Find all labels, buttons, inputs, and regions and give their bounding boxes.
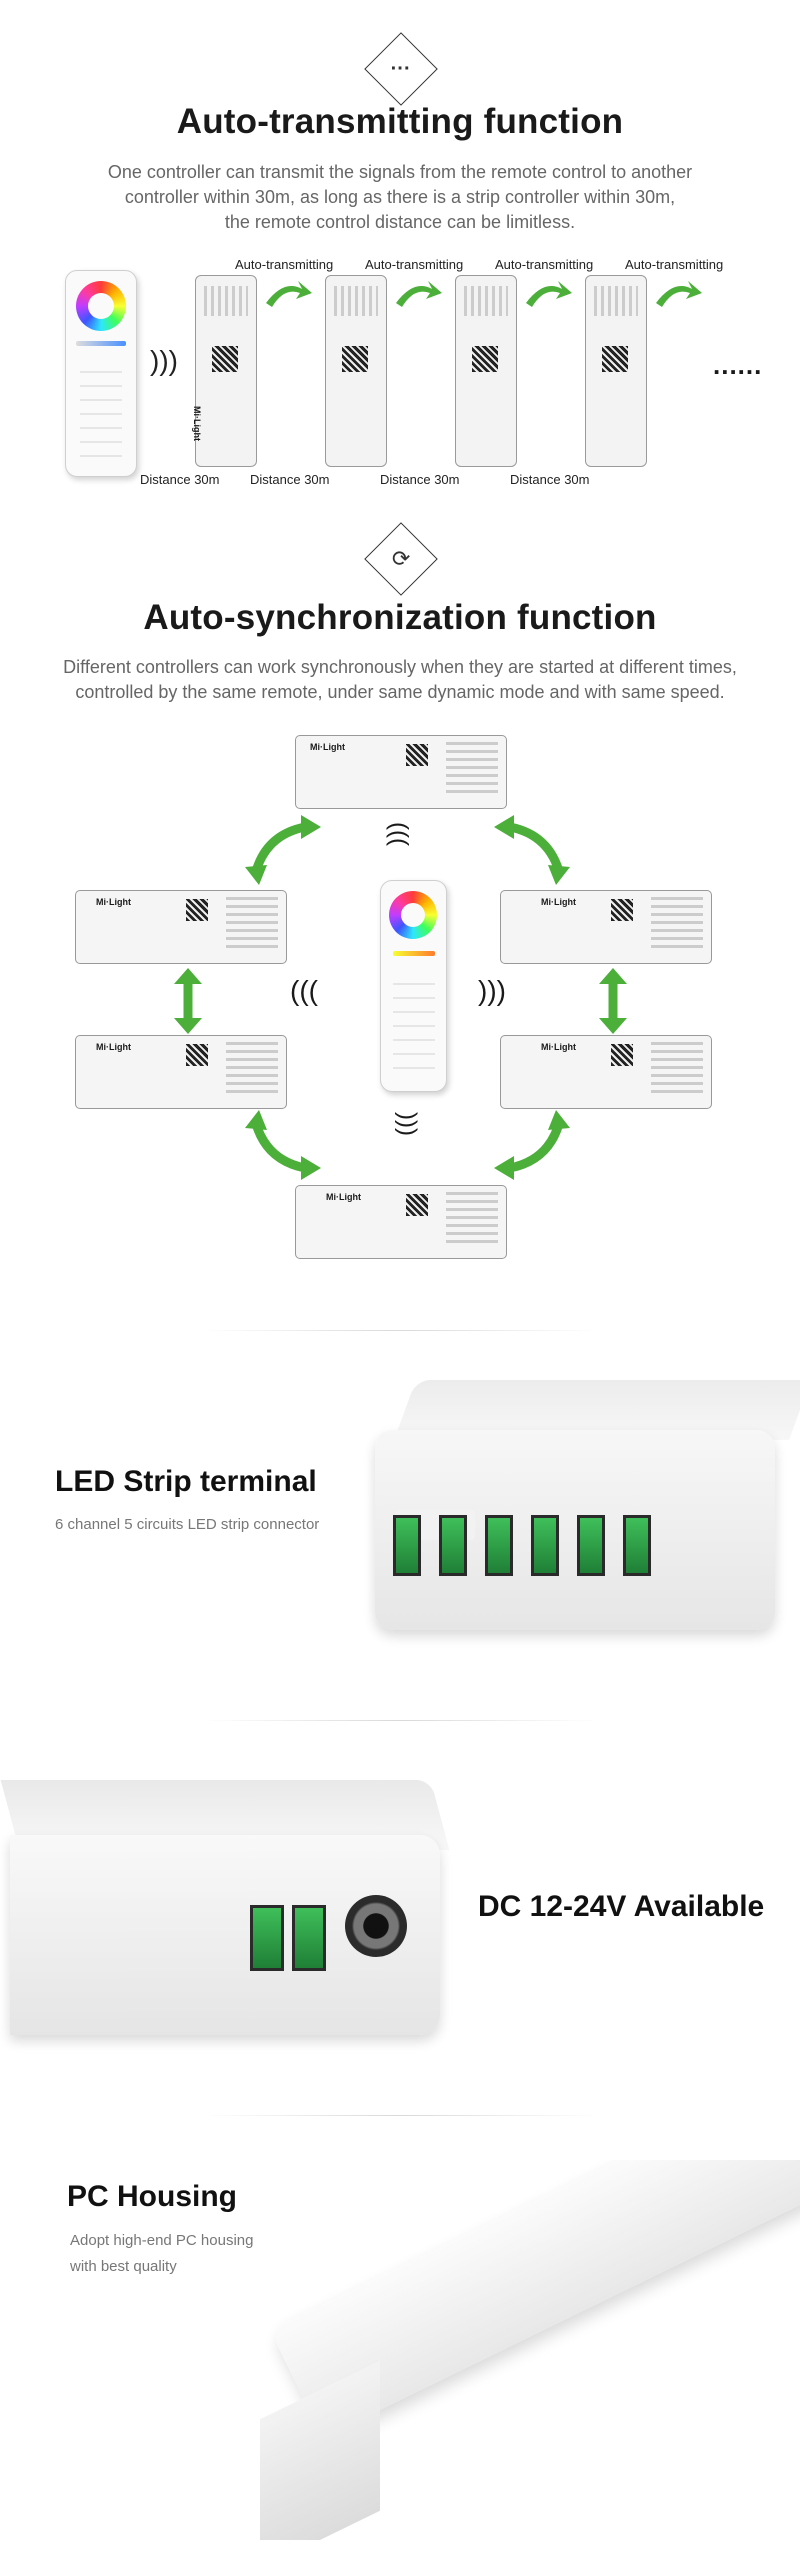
arrow-label: Auto-transmitting [365,257,464,272]
controller-1: Mi·Light [192,275,257,467]
led-strip-title: LED Strip terminal [55,1465,317,1498]
double-arrow-icon [245,815,321,885]
pc-housing-subtitle-line: with best quality [70,2258,177,2275]
section1-title: Auto-transmitting function [176,102,624,141]
double-arrow-icon [245,1110,321,1180]
section-divider [200,2115,600,2116]
terminal-slots [393,1515,651,1576]
green-arrow-icon [656,281,702,307]
double-arrow-icon [494,815,570,885]
arrow-label: Auto-transmitting [495,257,594,272]
led-strip-terminal-photo [375,1380,800,1660]
controller-left-2: Mi·Light [75,1035,287,1109]
device-brand: Mi·Light [96,897,131,907]
pc-housing-photo [240,2160,800,2540]
distance-label: Distance 30m [140,472,220,487]
section-divider [200,1720,600,1721]
remote-control [65,270,137,477]
controller-left-1: Mi·Light [75,890,287,964]
remote-control [380,880,447,1092]
device-brand: Mi·Light [326,1192,361,1202]
dc-input-photo [0,1780,450,2050]
device-brand: Mi·Light [96,1042,131,1052]
device-brand: Mi·Light [541,897,576,907]
section1-desc-line: the remote control distance can be limit… [224,212,576,232]
ellipsis: ...... [713,350,763,380]
signal-waves-icon: ))) [393,1112,421,1136]
distance-label: Distance 30m [510,472,590,487]
arrow-label: Auto-transmitting [235,257,334,272]
controller-top: Mi·Light [295,735,507,809]
pc-housing-subtitle: Adopt high-end PC housing with best qual… [70,2228,253,2280]
signal-waves-icon: ((( [290,975,318,1006]
signal-waves-icon: ))) [478,975,506,1006]
section2-description: Different controllers can work synchrono… [40,655,760,705]
led-strip-subtitle: 6 channel 5 circuits LED strip connector [55,1516,320,1533]
device-brand: Mi·Light [310,742,345,752]
device-brand: Mi·Light [541,1042,576,1052]
device-brand: Mi·Light [192,406,202,441]
section2-title: Auto-synchronization function [143,598,657,637]
controller-right-2: Mi·Light [500,1035,712,1109]
ellipsis-diamond-icon: ··· [364,32,438,106]
distance-label: Distance 30m [380,472,460,487]
dc-jack-icon [345,1895,407,1957]
section1-description: One controller can transmit the signals … [60,160,740,235]
controller-4 [585,275,647,467]
section1-desc-line: controller within 30m, as long as there … [124,187,676,207]
controller-3 [455,275,517,467]
section2-desc-line: controlled by the same remote, under sam… [75,682,725,702]
arrow-label: Auto-transmitting [625,257,724,272]
double-arrow-icon [494,1110,570,1180]
pc-housing-subtitle-line: Adopt high-end PC housing [70,2232,254,2249]
double-arrow-icon [174,968,202,1034]
pc-housing-title: PC Housing [67,2180,237,2213]
controller-2 [325,275,387,467]
green-arrow-icon [526,281,572,307]
section-divider [200,1330,600,1331]
distance-label: Distance 30m [250,472,330,487]
section2-desc-line: Different controllers can work synchrono… [63,657,737,677]
controller-bottom: Mi·Light [295,1185,507,1259]
double-arrow-icon [599,968,627,1034]
controller-right-1: Mi·Light [500,890,712,964]
green-arrow-icon [396,281,442,307]
sync-diamond-icon: ⟳ [364,522,438,596]
signal-waves-icon: ))) [382,822,410,846]
section1-desc-line: One controller can transmit the signals … [107,162,693,182]
signal-waves-icon: ))) [150,345,178,376]
dc-title: DC 12-24V Available [478,1890,765,1923]
green-arrow-icon [266,281,312,307]
